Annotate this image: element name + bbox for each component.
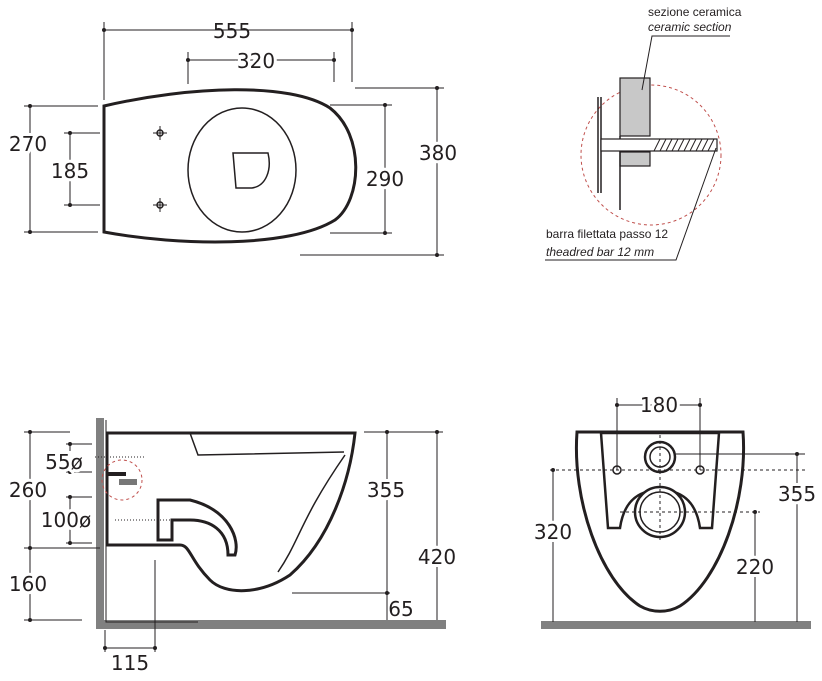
dim-fixing-spacing: 185 (51, 159, 89, 183)
ceramic-section-label-it: sezione ceramica (648, 5, 742, 19)
fixing-hole-icon (153, 126, 167, 140)
dim-front-outlet-height: 220 (736, 555, 774, 579)
dim-outlet-diameter: 100ø (41, 508, 91, 532)
fixing-hole-icon (153, 198, 167, 212)
dim-seat-length: 320 (237, 49, 275, 73)
dim-overall-width: 380 (419, 141, 457, 165)
dim-bowl-height: 355 (367, 478, 405, 502)
dim-front-fixing-spacing: 180 (640, 393, 678, 417)
side-view-bowl-outline (105, 431, 357, 593)
threaded-bar-detail: sezione ceramica ceramic section barra f… (545, 5, 742, 261)
threaded-bar-icon (119, 479, 137, 485)
ceramic-section-label-en: ceramic section (648, 20, 732, 34)
dim-overall-length: 555 (213, 19, 251, 43)
top-view-rim-slot (232, 152, 270, 189)
side-view: 260 55ø 100ø 160 355 420 65 115 (6, 418, 459, 675)
dim-total-height: 420 (418, 545, 456, 569)
top-view-bowl-outline (102, 88, 358, 244)
dim-seat-width: 290 (366, 167, 404, 191)
front-view: 180 320 355 220 (531, 390, 819, 629)
top-view: 555 320 270 185 290 380 (6, 19, 460, 257)
dim-outlet-depth: 115 (111, 651, 149, 675)
dim-outlet-height: 160 (9, 572, 47, 596)
threaded-bar-label-en: theadred bar 12 mm (546, 245, 654, 259)
front-floor (541, 621, 811, 629)
ceramic-section (619, 77, 651, 137)
detail-highlight-circle (580, 84, 722, 226)
dim-width: 270 (9, 132, 47, 156)
dim-bottom-clearance: 65 (388, 597, 413, 621)
dim-fixing-height: 320 (534, 520, 572, 544)
top-view-bowl-opening (187, 107, 297, 233)
dim-inlet-diameter: 55ø (45, 450, 83, 474)
dim-front-inlet-height: 355 (778, 482, 816, 506)
dim-inlet-height: 260 (9, 478, 47, 502)
threaded-bar-label-it: barra filettata passo 12 (546, 227, 668, 241)
